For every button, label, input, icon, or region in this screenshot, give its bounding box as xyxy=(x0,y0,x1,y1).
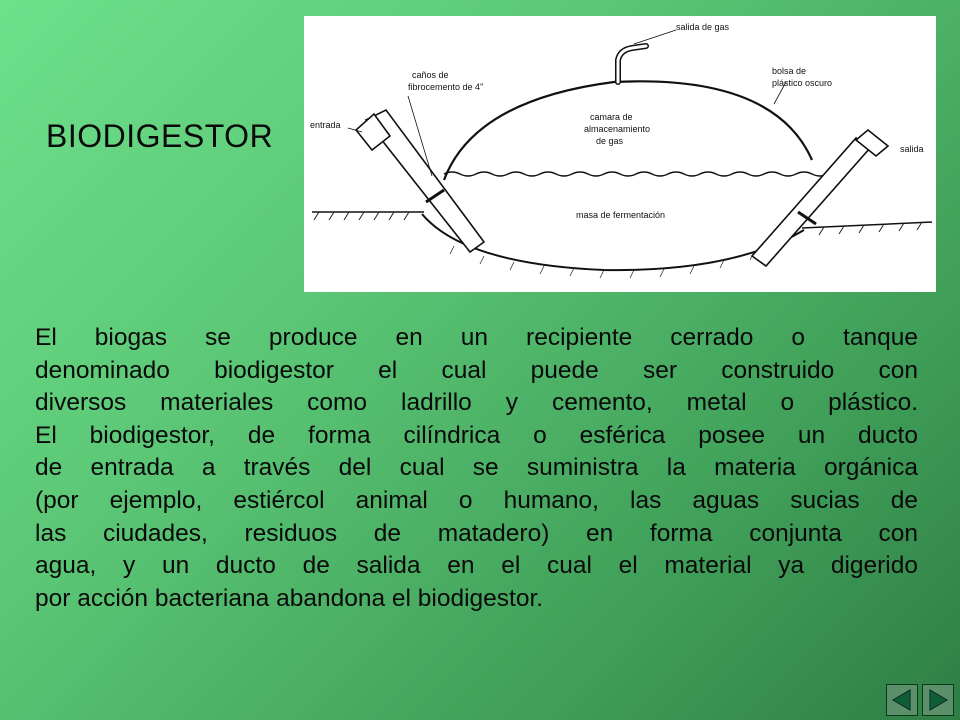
body-line: diversos materiales como ladrillo y ceme… xyxy=(35,389,918,417)
triangle-right-icon xyxy=(929,689,948,711)
label-pipes-line1: caños de xyxy=(412,70,449,80)
body-line: (por ejemplo, estiércol animal o humano,… xyxy=(35,486,918,514)
next-slide-button[interactable] xyxy=(922,684,954,716)
label-bag-line1: bolsa de xyxy=(772,66,806,76)
label-mass: masa de fermentación xyxy=(576,210,665,220)
label-inlet: entrada xyxy=(310,120,341,130)
body-line: El biodigestor, de forma cilíndrica o es… xyxy=(35,421,918,449)
previous-slide-button[interactable] xyxy=(886,684,918,716)
body-line: denominado biodigestor el cual puede ser… xyxy=(35,356,918,384)
label-chamber-line3: de gas xyxy=(596,136,624,146)
biodigester-diagram: salida de gas caños de fibrocemento de 4… xyxy=(304,16,936,292)
ground-hatching xyxy=(313,211,923,236)
pit-hatching xyxy=(449,241,780,279)
liquid-surface xyxy=(443,171,829,177)
body-line: agua, y un ducto de salida en el cual el… xyxy=(35,552,918,580)
body-line: las ciudades, residuos de matadero) en f… xyxy=(35,519,918,547)
slide-title: BIODIGESTOR xyxy=(46,118,274,154)
biodigester-drawing: salida de gas caños de fibrocemento de 4… xyxy=(310,22,933,279)
inlet-pipe xyxy=(354,108,486,254)
label-bag-line2: plástico oscuro xyxy=(772,78,832,88)
body-line: El biogas se produce en un recipiente ce… xyxy=(35,324,918,351)
label-gas-outlet: salida de gas xyxy=(676,22,730,32)
label-chamber-line2: almacenamiento xyxy=(584,124,650,134)
label-pipes-line2: fibrocemento de 4'' xyxy=(408,82,484,92)
outlet-pipe xyxy=(750,128,890,268)
ground-line-right xyxy=(801,221,933,229)
body-line: de entrada a través del cual se suminist… xyxy=(35,454,918,482)
label-outlet: salida xyxy=(900,144,924,154)
gas-dome xyxy=(442,80,814,181)
triangle-left-icon xyxy=(892,689,911,711)
label-chamber-line1: camara de xyxy=(590,112,633,122)
body-line: por acción bacteriana abandona el biodig… xyxy=(35,584,544,612)
body-paragraph: El biogas se produce en un recipiente ce… xyxy=(35,322,918,615)
